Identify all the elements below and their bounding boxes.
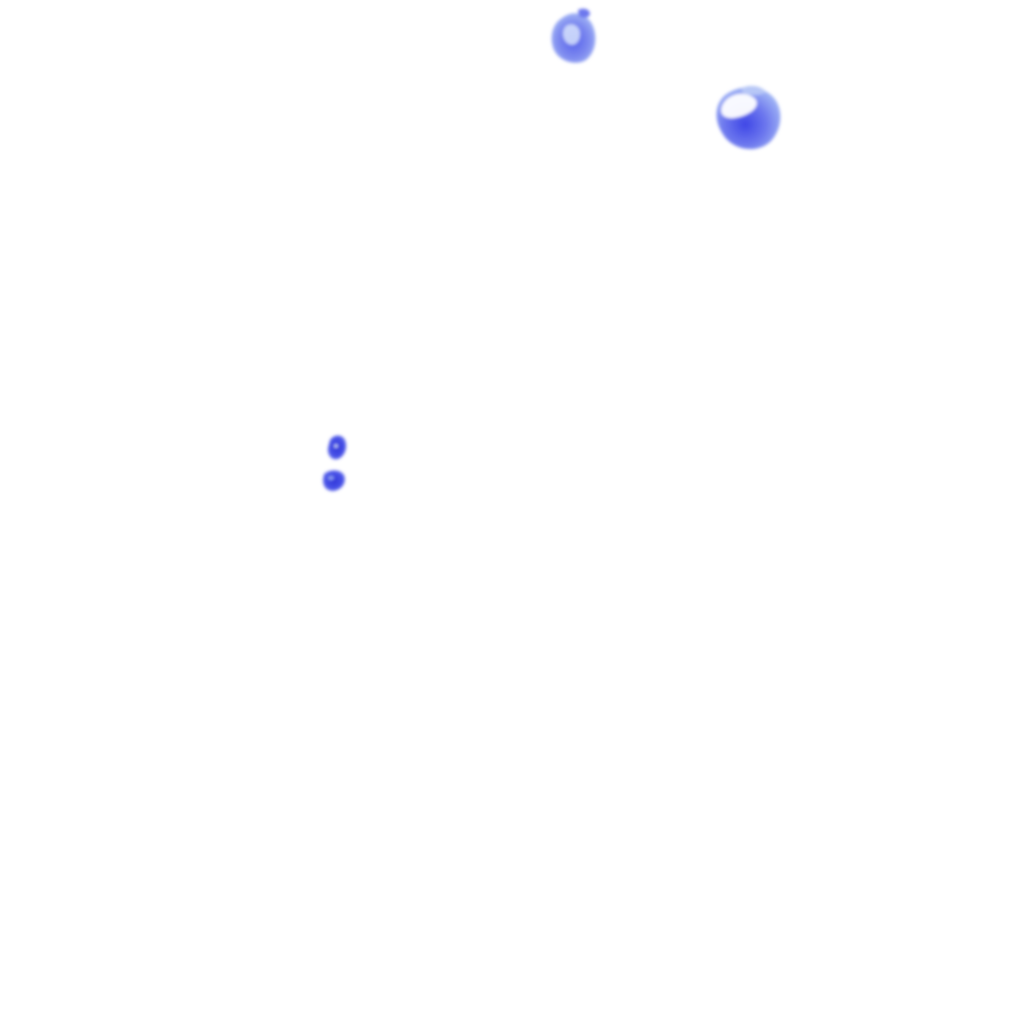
blob-top-cap [578,8,590,18]
blob-large-highlight [721,93,757,119]
blob-small-upper-highlight [334,444,338,448]
blob-top [551,8,596,63]
blob-small-lower-highlight [328,476,334,480]
blob-small-lower [323,470,345,491]
blob-small-lower-body [323,470,345,491]
blob-large [716,85,781,150]
blob-small-upper-body [327,435,347,460]
blob-small-upper [327,435,347,460]
blob-top-highlight [563,24,580,45]
blob-large-cap [742,85,766,95]
